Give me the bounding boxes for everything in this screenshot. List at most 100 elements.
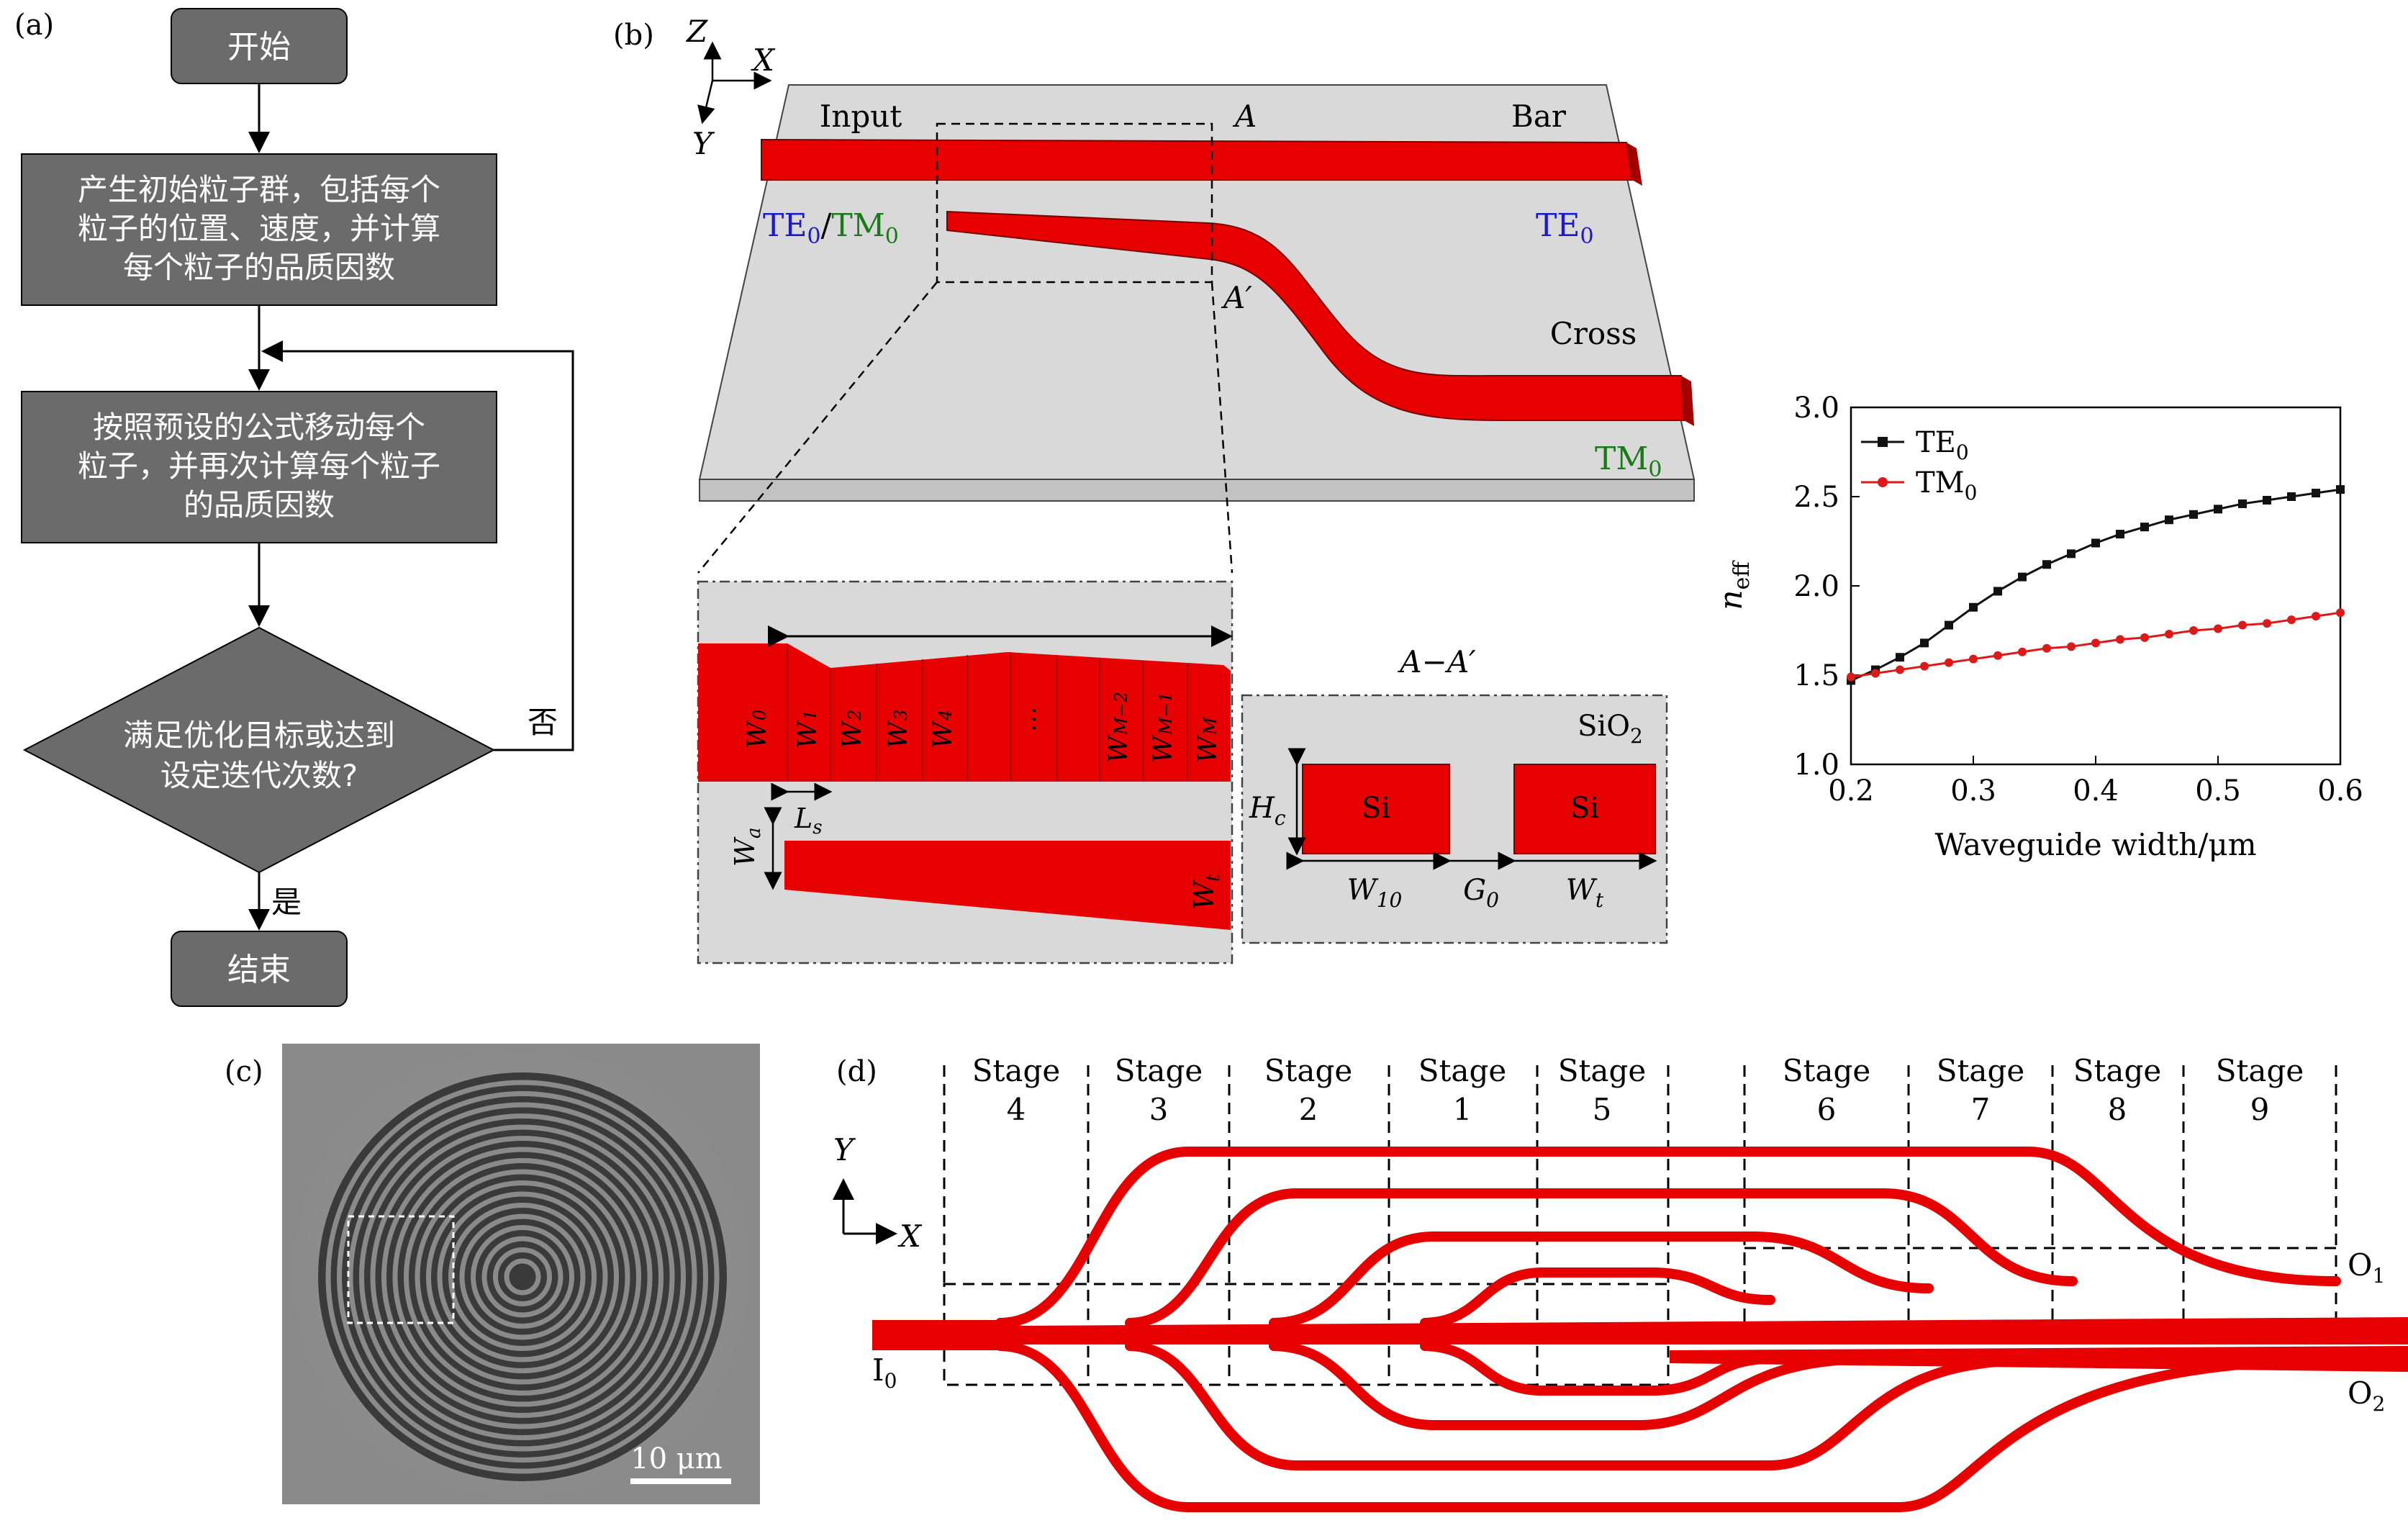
series-line-0 <box>1850 488 2341 682</box>
sem-ring-14 <box>348 1102 697 1452</box>
decision-line2: 设定迭代次数? <box>160 758 358 793</box>
scalebar-label: 10 μm <box>630 1442 723 1475</box>
loop-arrow <box>261 340 574 751</box>
step2-line2: 粒子，并再次计算每个粒子 <box>78 448 440 484</box>
panel-d-label: (d) <box>836 1055 877 1088</box>
axis-y-label: Y <box>692 126 715 161</box>
stage-number-1: 3 <box>1149 1092 1169 1127</box>
chart-frame <box>1850 406 2342 766</box>
te-point-8 <box>2042 560 2051 569</box>
step1-line2: 粒子的位置、速度，并计算 <box>78 211 440 246</box>
te-point-13 <box>2165 515 2173 525</box>
panel-a: (a) 开始 产生初始粒子群，包括每个 粒子的位置、速度，并计算 每个粒子的品质… <box>14 8 574 1007</box>
cross-waveguide-side <box>1681 376 1694 426</box>
sem-ring-13 <box>359 1113 686 1440</box>
legend-tm-label: TM0 <box>1916 466 1977 505</box>
stage-title-0: Stage <box>972 1053 1060 1088</box>
x-tick-label-4: 0.6 <box>2317 774 2363 808</box>
main-input-waveguide <box>872 1317 2408 1350</box>
panel-b-label: (b) <box>613 19 654 52</box>
substrate-edge <box>699 479 1695 502</box>
tm-point-5 <box>1969 654 1978 664</box>
bar-waveguide <box>761 138 1634 181</box>
tm-point-1 <box>1871 669 1880 678</box>
chart-series <box>1847 485 2345 685</box>
tm-point-6 <box>1993 651 2002 660</box>
tm-point-10 <box>2091 638 2100 648</box>
tm-point-17 <box>2263 619 2271 628</box>
wt-label: Wt <box>1188 874 1224 910</box>
step1-line3: 每个粒子的品质因数 <box>123 250 395 285</box>
stage-title-4: Stage <box>1558 1053 1646 1088</box>
axis-triad: Z X Y <box>685 14 776 161</box>
yes-label: 是 <box>271 885 302 920</box>
sem-ring-9 <box>404 1158 641 1396</box>
section-title: A−A′ <box>1397 644 1476 679</box>
svg-text:WM−1: WM−1 <box>1149 692 1178 763</box>
cascade-axes: Y X <box>833 1132 923 1254</box>
svg-text:W1: W1 <box>793 710 823 749</box>
w10-label: W10 <box>1347 874 1403 912</box>
y-tick-label-3: 2.5 <box>1793 481 1839 514</box>
x-tick-label-0: 0.2 <box>1828 774 1874 808</box>
sem-ring-2 <box>481 1236 563 1318</box>
tm-point-13 <box>2165 629 2173 638</box>
o1-label: O1 <box>2348 1247 2385 1288</box>
step1-line1: 产生初始粒子群，包括每个 <box>78 172 440 207</box>
panel-c: (c) 10 μm <box>225 1044 760 1504</box>
sem-ring-12 <box>370 1124 675 1429</box>
te-point-19 <box>2312 489 2320 498</box>
x-tick-label-3: 0.5 <box>2195 774 2241 808</box>
si-core-right <box>1513 764 1656 854</box>
svg-text:W0: W0 <box>743 710 772 749</box>
axis-z-label: Z <box>685 14 708 49</box>
sem-ring-15 <box>337 1091 708 1463</box>
si-label-left: Si <box>1362 792 1390 825</box>
sem-ring-11 <box>381 1136 664 1418</box>
tm-point-4 <box>1945 658 1953 667</box>
te-point-16 <box>2238 499 2247 508</box>
sem-inset-box <box>347 1215 455 1324</box>
stage-title-1: Stage <box>1115 1053 1203 1088</box>
no-label: 否 <box>528 705 558 740</box>
te-point-2 <box>1896 653 1904 662</box>
tm-point-16 <box>2238 620 2247 630</box>
chart-legend: TE0 TM0 <box>1861 426 1977 505</box>
te-point-4 <box>1945 620 1953 630</box>
g0-label: G0 <box>1463 874 1499 912</box>
end-node <box>171 931 348 1007</box>
stage-title-6: Stage <box>1937 1053 2024 1088</box>
sem-ring-5 <box>448 1203 597 1351</box>
tm-point-3 <box>1920 661 1929 671</box>
sem-ring-7 <box>426 1180 619 1373</box>
x-tick-label-2: 0.4 <box>2073 774 2119 808</box>
svg-text:W2: W2 <box>838 710 867 749</box>
input-label: Input <box>820 99 902 134</box>
te-point-11 <box>2116 530 2124 539</box>
te-point-18 <box>2287 492 2296 501</box>
tm-point-20 <box>2336 608 2345 618</box>
sem-rings <box>325 1080 720 1474</box>
legend-te-marker <box>1878 437 1888 447</box>
bar-waveguide-side <box>1626 143 1642 186</box>
te0-bar-label: TE0 <box>1536 207 1594 249</box>
sem-ring-16 <box>325 1080 720 1474</box>
ls-label: Ls <box>794 803 823 839</box>
o2-waveguide <box>1670 1346 2408 1372</box>
cascade-axis-x: X <box>897 1219 923 1254</box>
step1-node <box>21 153 497 306</box>
start-text: 开始 <box>227 29 291 65</box>
te-point-17 <box>2263 495 2271 505</box>
y-tick-label-4: 3.0 <box>1793 392 1839 425</box>
end-text: 结束 <box>227 952 291 988</box>
tm-point-19 <box>2312 612 2320 621</box>
zoom-line-right <box>1210 281 1234 574</box>
te0-input-label: TE0/TM0 <box>763 207 899 249</box>
te-point-5 <box>1969 602 1978 612</box>
te-point-15 <box>2214 505 2222 514</box>
tm-point-9 <box>2067 642 2076 651</box>
stage-number-7: 8 <box>2108 1092 2127 1127</box>
wt-section-label: Wt <box>1566 874 1604 912</box>
te-point-7 <box>2018 572 2027 582</box>
